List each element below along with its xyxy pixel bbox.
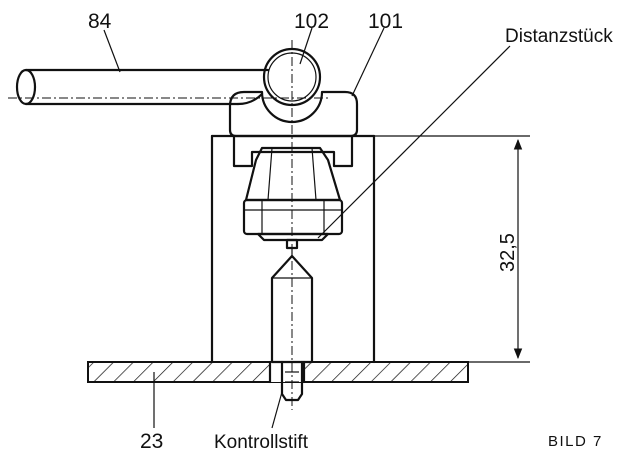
label-dimension: 32,5 — [497, 233, 519, 272]
label-spacer: Distanzstück — [505, 26, 613, 47]
label-84: 84 — [88, 10, 112, 33]
center-lines — [8, 40, 330, 410]
base-plate — [87, 360, 469, 384]
label-control-pin: Kontrollstift — [214, 432, 309, 453]
label-102: 102 — [294, 10, 329, 33]
label-101: 101 — [368, 10, 403, 33]
label-23: 23 — [140, 430, 163, 453]
clamp-101 — [228, 47, 359, 138]
dimension-32-5 — [374, 135, 530, 363]
figure-label: BILD 7 — [548, 433, 603, 450]
tube-84 — [15, 68, 270, 106]
leader-lines — [103, 27, 511, 429]
sensor-head — [232, 134, 354, 256]
